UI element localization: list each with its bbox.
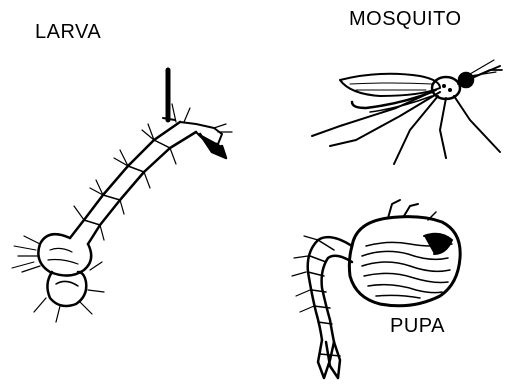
mosquito-label: MOSQUITO	[349, 8, 462, 31]
pupa-illustration	[292, 200, 460, 378]
mosquito-thorax	[432, 77, 460, 99]
mosquito-illustration	[312, 60, 502, 164]
larva-body-lower	[88, 132, 196, 244]
pupa-label: PUPA	[390, 315, 445, 338]
larva-thorax	[38, 234, 91, 275]
larva-label: LARVA	[35, 21, 101, 44]
larva-head	[47, 272, 86, 306]
mosquito-wing	[340, 74, 440, 96]
larva-illustration	[12, 70, 232, 322]
pupa-cephalothorax	[349, 217, 460, 306]
